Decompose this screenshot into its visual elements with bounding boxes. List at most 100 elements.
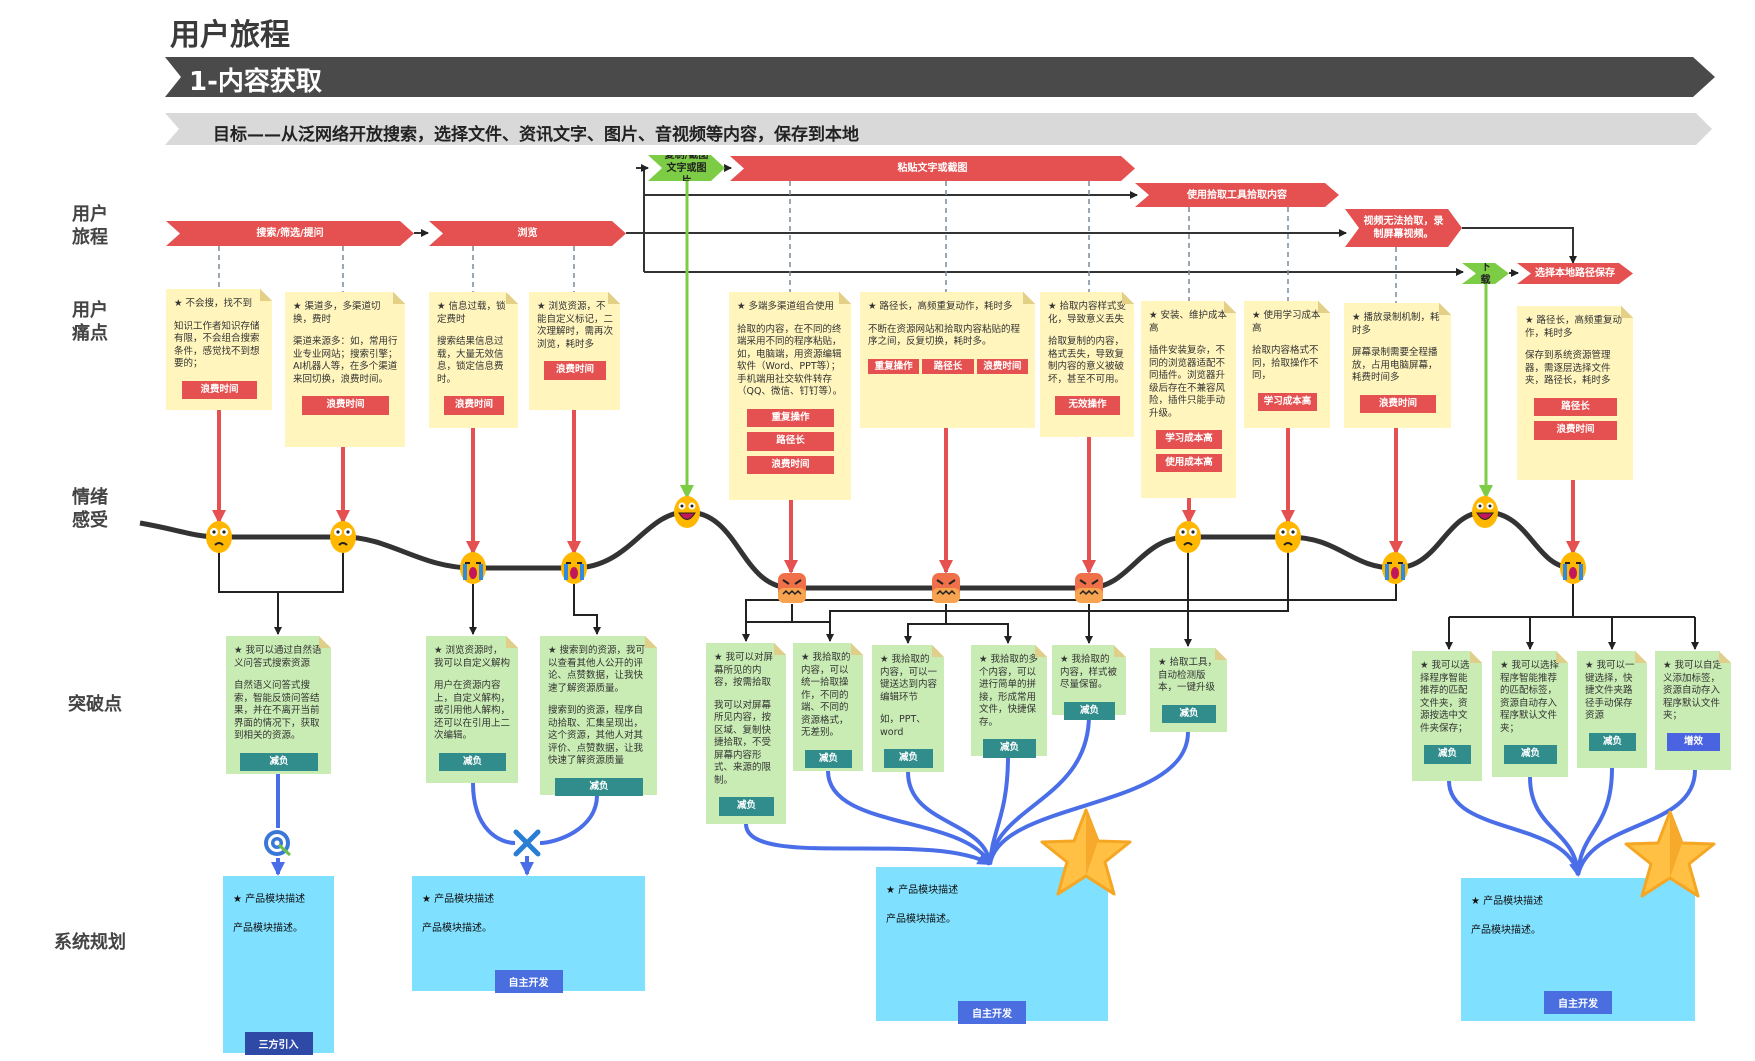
emotion-face-worried-icon: [330, 521, 356, 553]
emotion-face-happy-icon: [1472, 496, 1498, 528]
breakthrough-body: 搜索到的资源，程序自动拾取、汇集呈现出，这个资源，其他人对其评价、点赞数据，让我…: [548, 705, 644, 766]
breakthrough-note: ★ 浏览资源时，我可以自定义解构用户在资源内容上，自定义解构，或引用他人解构，还…: [426, 636, 518, 783]
system-module-tag: 三方引入: [244, 1032, 313, 1055]
pain-tag: 学习成本高: [1156, 430, 1222, 449]
pain-point-body: 拾取的内容，在不同的终端采用不同的程序粘贴，如，电脑端，用资源编辑软件（Word…: [737, 323, 843, 398]
goal-text: 目标——从泛网络开放搜索，选择文件、资讯文字、图片、音视频等内容，保存到本地: [213, 125, 859, 145]
breakthrough-note: ★ 我拾取的多个内容，可以进行简单的拼接，形成常用文件，快捷保存。减负: [971, 645, 1047, 758]
pain-tag: 重复操作: [868, 358, 920, 374]
pain-tag: 使用成本高: [1156, 453, 1222, 472]
breakthrough-tag: 减负: [1423, 745, 1472, 764]
breakthrough-body: 自然语义问答式搜索，智能反馈问答结果，并在不离开当前界面的情况下，获取到相关的资…: [234, 680, 320, 741]
breakthrough-note: ★ 拾取工具，自动检测版本，一键升级减负: [1150, 648, 1227, 732]
pain-point-body: 搜索结果信息过载，大量无效信息，锁定信息费时。: [437, 336, 504, 385]
breakthrough-note: ★ 我可以选择程序智能推荐的匹配标签，资源自动存入程序默认文件夹；减负: [1492, 651, 1568, 777]
breakthrough-tag: 减负: [983, 739, 1036, 758]
pain-tag: 无效操作: [1055, 396, 1120, 415]
breakthrough-tag: 减负: [1162, 704, 1216, 723]
breakthrough-title: ★ 我可以自定义添加标签，资源自动存入程序默认文件夹；: [1663, 660, 1723, 721]
pain-tag: 浪费时间: [1534, 421, 1617, 440]
emotion-face-crying-icon: [561, 552, 587, 584]
breakthrough-tag: 减负: [883, 749, 933, 768]
goal-banner: 目标——从泛网络开放搜索，选择文件、资讯文字、图片、音视频等内容，保存到本地: [165, 113, 1712, 145]
journey-step: 浏览: [429, 221, 626, 246]
pain-point-body: 渠道来源多：如，常用行业专业网站；搜索引擎；AI机器人等，在多个渠道来回切换，浪…: [293, 336, 398, 385]
pain-point-title: ★ 播放录制机制，耗时多: [1352, 312, 1440, 336]
pain-point-note: ★ 拾取内容样式变化，导致意义丢失拾取复制的内容，格式丢失，导致复制内容的意义被…: [1040, 292, 1134, 437]
system-module-box: ★ 产品模块描述产品模块描述。自主开发: [876, 867, 1108, 1024]
breakthrough-title: ★ 我可以选择程序智能推荐的匹配标签，资源自动存入程序默认文件夹；: [1500, 660, 1560, 734]
breakthrough-title: ★ 我可以通过自然语义问答式搜索资源: [234, 645, 322, 669]
section-banner: 1-内容获取: [165, 57, 1715, 97]
pain-point-note: ★ 使用学习成本高拾取内容格式不同，拾取操作不同， 学习成本高: [1244, 301, 1330, 428]
journey-step: 选择本地路径保存: [1517, 263, 1633, 284]
target-icon: [264, 830, 292, 857]
pain-point-title: ★ 渠道多，多渠道切换，费时: [293, 301, 381, 325]
pain-point-title: ★ 安装、维护成本高: [1149, 310, 1228, 334]
pain-point-body: 屏幕录制需要全程播放，占用电脑屏幕，耗费时间多: [1352, 347, 1438, 383]
emotion-face-crying-icon: [1382, 552, 1408, 584]
breakthrough-note: ★ 我可以对屏幕所见的内容，按需拾取我可以对屏幕所见内容，按区域、复制快捷拾取，…: [706, 643, 786, 824]
pain-point-note: ★ 渠道多，多渠道切换，费时渠道来源多：如，常用行业专业网站；搜索引擎；AI机器…: [285, 292, 405, 447]
emotion-face-angry-icon: [932, 573, 960, 603]
breakthrough-note: ★ 我拾取的内容，样式被尽量保留。减负: [1052, 645, 1126, 720]
journey-step: 下载: [1462, 263, 1509, 284]
pain-point-title: ★ 多端多渠道组合使用: [737, 301, 835, 312]
journey-flow-lines: [414, 164, 1577, 277]
breakthrough-tag: 减负: [240, 752, 318, 771]
breakthrough-tag: 减负: [439, 752, 506, 771]
pain-point-tags: 路径长浪费时间: [1525, 397, 1626, 440]
system-module-box: ★ 产品模块描述产品模块描述。自主开发: [1461, 878, 1695, 1021]
emotion-face-angry-icon: [1075, 573, 1103, 603]
emotion-to-breakthrough-lines: [218, 552, 1699, 650]
emotion-face-worried-icon: [1175, 521, 1201, 553]
pain-point-body: 知识工作者知识存储有限，不会组合搜索条件，感觉找不到想要的；: [174, 320, 260, 370]
breakthrough-body: 如，PPT、word: [880, 714, 926, 738]
system-module-body: 产品模块描述。: [886, 914, 956, 925]
system-module-title: ★ 产品模块描述: [1471, 896, 1544, 907]
pain-point-note: ★ 不会搜，找不到知识工作者知识存储有限，不会组合搜索条件，感觉找不到想要的；浪…: [166, 289, 272, 410]
breakthrough-note: ★ 搜索到的资源，我可以查看其他人公开的评论、点赞数据，让我快速了解资源质量。搜…: [540, 636, 657, 796]
pain-point-tags: 无效操作: [1048, 396, 1127, 415]
system-module-tag: 自主开发: [1544, 991, 1612, 1014]
breakthrough-tag: 减负: [718, 797, 775, 816]
star-icon: [1040, 808, 1132, 896]
dashed-step-links: [218, 181, 1397, 303]
pain-tag: 浪费时间: [746, 455, 835, 474]
pain-point-body: 拾取内容格式不同，拾取操作不同，: [1252, 345, 1319, 381]
row-label-journey: 用户旅程: [72, 204, 108, 248]
pain-point-tags: 学习成本高使用成本高: [1149, 430, 1229, 472]
system-module-box: ★ 产品模块描述产品模块描述。自主开发: [412, 876, 645, 993]
breakthrough-note: ★ 我可以自定义添加标签，资源自动存入程序默认文件夹； 增效: [1655, 651, 1731, 770]
breakthrough-body: 我可以对屏幕所见内容，按区域、复制快捷拾取，不受屏幕内容形式、来源的限制。: [714, 699, 772, 786]
breakthrough-title: ★ 我可以选择程序智能推荐的匹配文件夹，资源按选中文件夹保存；: [1420, 660, 1470, 734]
star-icon: [1624, 810, 1716, 898]
pain-point-body: 插件安装复杂，不同的浏览器适配不同插件。浏览器升级后存在不兼容风险，插件只能手动…: [1149, 345, 1226, 419]
breakthrough-title: ★ 搜索到的资源，我可以查看其他人公开的评论、点赞数据，让我快速了解资源质量。: [548, 645, 646, 694]
system-module-title: ★ 产品模块描述: [422, 894, 495, 905]
pain-point-title: ★ 拾取内容样式变化，导致意义丢失: [1048, 301, 1127, 325]
pain-tag: 重复操作: [746, 408, 835, 427]
breakthrough-title: ★ 拾取工具，自动检测版本，一键升级: [1158, 657, 1218, 693]
pain-point-title: ★ 不会搜，找不到: [174, 298, 253, 309]
breakthrough-note: ★ 我可以通过自然语义问答式搜索资源自然语义问答式搜索，智能反馈问答结果，并在不…: [226, 636, 331, 774]
section-title: 1-内容获取: [189, 67, 322, 97]
emotion-face-worried-icon: [206, 521, 232, 553]
pain-point-body: 保存到系统资源管理器，需逐层选择文件夹，路径长，耗时多: [1525, 350, 1611, 386]
breakthrough-to-system-links: [271, 714, 1697, 877]
pain-point-tags: 浪费时间: [437, 396, 511, 415]
breakthrough-title: ★ 我可以一键选择，快捷文件夹路径手动保存资源: [1585, 660, 1635, 721]
journey-step: 使用拾取工具拾取内容: [1135, 183, 1339, 207]
breakthrough-tag: 减负: [1064, 701, 1115, 720]
breakthrough-tag: 增效: [1667, 732, 1720, 751]
pain-point-title: ★ 使用学习成本高: [1252, 310, 1321, 334]
pain-point-tags: 浪费时间: [537, 361, 613, 380]
emotion-face-worried-icon: [1275, 521, 1301, 553]
breakthrough-note: ★ 我可以一键选择，快捷文件夹路径手动保存资源减负: [1577, 651, 1647, 768]
positive-step-arrows: [680, 181, 1493, 499]
pain-point-tags: 学习成本高: [1252, 392, 1323, 411]
breakthrough-title: ★ 浏览资源时，我可以自定义解构: [434, 645, 511, 669]
pain-tag: 浪费时间: [543, 361, 607, 380]
row-label-pain: 用户痛点: [72, 300, 108, 344]
